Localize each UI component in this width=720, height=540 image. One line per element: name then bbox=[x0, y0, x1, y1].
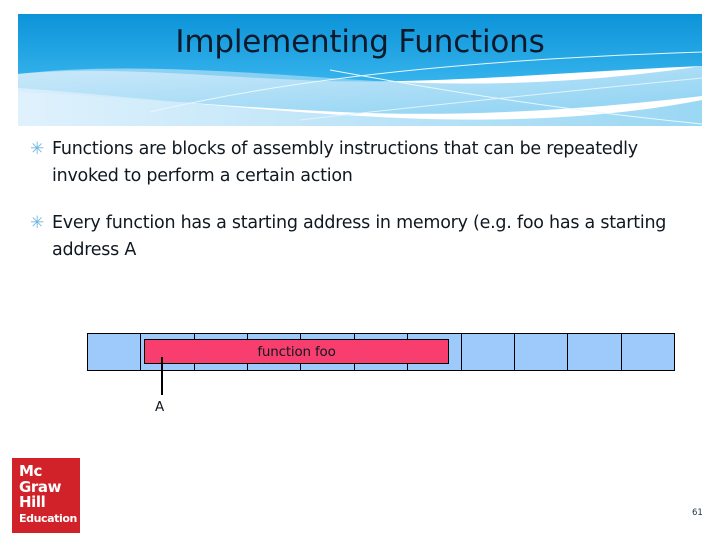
bullet-text-2: Every function has a starting address in… bbox=[52, 213, 667, 260]
page-title: Implementing Functions bbox=[175, 24, 545, 60]
starting-address-tick-marker bbox=[161, 357, 163, 395]
bullet-list: ✳ Functions are blocks of assembly instr… bbox=[30, 136, 690, 284]
function-foo-block: function foo bbox=[144, 339, 449, 364]
memory-cell bbox=[621, 334, 674, 370]
banner-wave-graphic bbox=[18, 14, 702, 126]
memory-cell bbox=[568, 334, 622, 370]
logo-line-graw: Graw bbox=[19, 477, 62, 496]
memory-cell bbox=[514, 334, 569, 370]
bullet-item-2: ✳ Every function has a starting address … bbox=[30, 210, 690, 264]
memory-cell bbox=[88, 334, 142, 370]
logo-line-education: Education bbox=[19, 511, 77, 525]
page-number: 61 bbox=[692, 508, 703, 518]
bullet-text-1: Functions are blocks of assembly instruc… bbox=[52, 139, 638, 186]
asterisk-bullet-icon: ✳ bbox=[30, 139, 45, 159]
bullet-item-1: ✳ Functions are blocks of assembly instr… bbox=[30, 136, 690, 190]
memory-layout-diagram: function foo A bbox=[87, 333, 675, 415]
logo-line-mc: Mc bbox=[19, 462, 43, 480]
function-foo-label: function foo bbox=[257, 343, 336, 360]
memory-cell bbox=[461, 334, 515, 370]
slide-header-banner: Implementing Functions bbox=[0, 0, 720, 126]
starting-address-label: A bbox=[155, 399, 165, 415]
asterisk-bullet-icon: ✳ bbox=[30, 213, 45, 233]
mcgraw-hill-education-logo: Mc Graw Hill Education bbox=[12, 458, 80, 533]
logo-line-hill: Hill bbox=[19, 493, 46, 511]
